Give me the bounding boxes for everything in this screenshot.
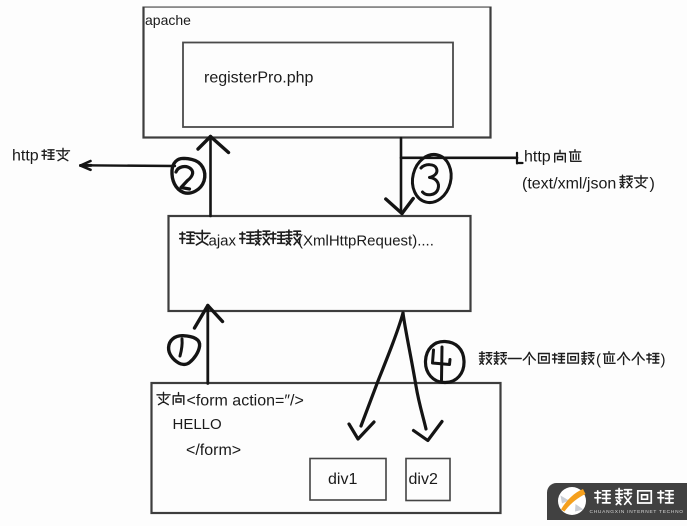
svg-text:<form action=″/>: <form action=″/> (187, 393, 304, 410)
svg-text:apache: apache (145, 12, 191, 28)
svg-text:registerPro.php: registerPro.php (204, 70, 313, 87)
svg-text:div1: div1 (328, 471, 357, 488)
svg-text:http: http (524, 149, 551, 166)
svg-text:ajax: ajax (209, 233, 237, 250)
svg-text:div2: div2 (409, 471, 438, 488)
svg-text:http: http (12, 148, 39, 165)
svg-text:CHUANGXIN INTERNET TECHNO: CHUANGXIN INTERNET TECHNO (590, 509, 684, 515)
svg-text:(XmlHttpRequest)....: (XmlHttpRequest).... (298, 233, 434, 250)
svg-text:(text/xml/json: (text/xml/json (522, 176, 616, 193)
svg-text:(: ( (596, 352, 601, 369)
svg-text:HELLO: HELLO (173, 416, 222, 433)
svg-text:): ) (661, 352, 666, 369)
svg-text:</form>: </form> (186, 442, 241, 459)
svg-text:): ) (650, 176, 655, 193)
